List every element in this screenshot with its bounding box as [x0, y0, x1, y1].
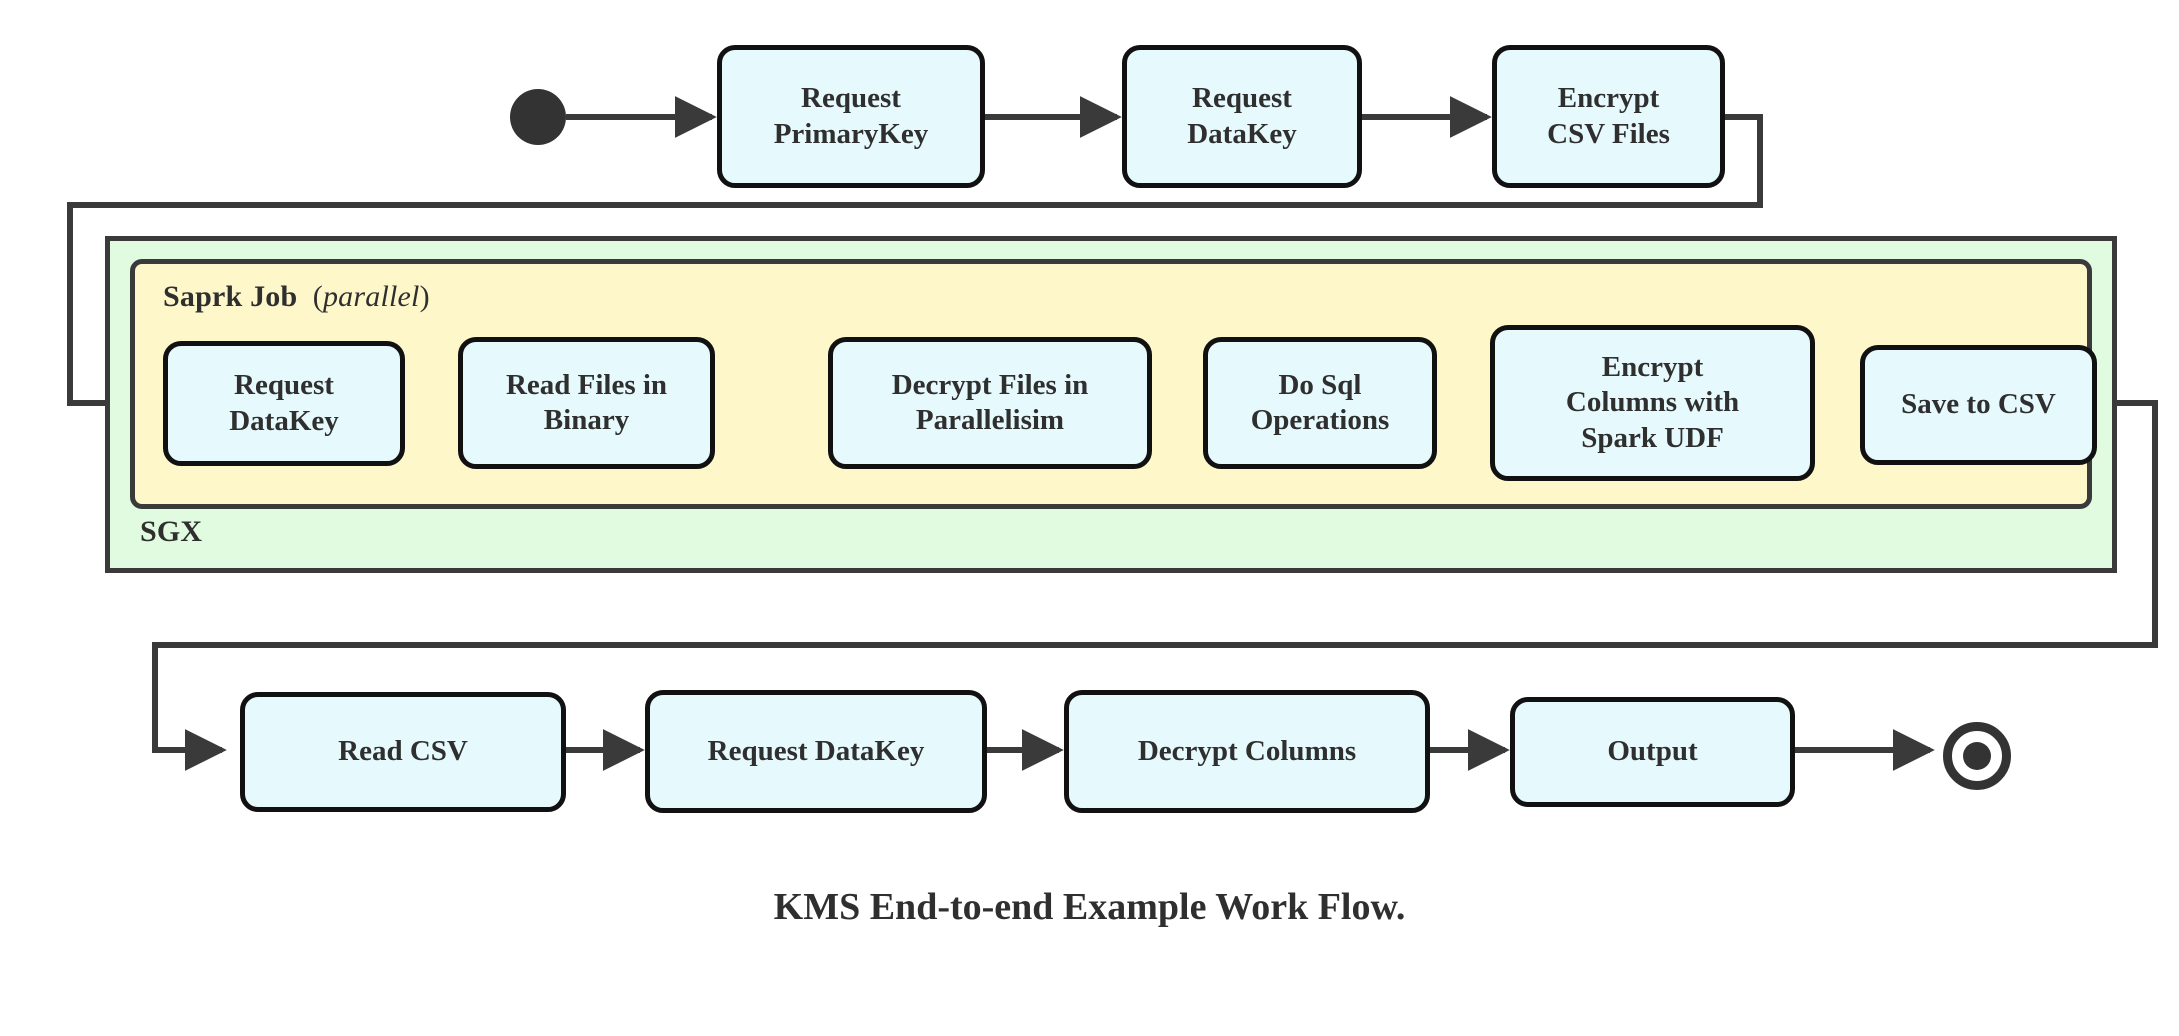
- container-sgx-label: SGX: [140, 515, 203, 548]
- node-line: Decrypt Columns: [1137, 734, 1357, 767]
- node-line: Read CSV: [338, 735, 468, 768]
- start-node: [510, 89, 566, 145]
- node-line: Columns with: [1565, 386, 1740, 419]
- node-request-datakey-top[interactable]: Request DataKey: [1122, 45, 1362, 188]
- node-line: Encrypt: [1601, 350, 1704, 383]
- node-line: DataKey: [229, 404, 339, 437]
- diagram-caption: KMS End-to-end Example Work Flow.: [773, 886, 1406, 928]
- spark-label-paren-open: (: [312, 280, 323, 313]
- end-node-inner: [1963, 742, 1991, 770]
- node-request-primarykey[interactable]: Request PrimaryKey: [717, 45, 985, 188]
- node-encrypt-csv-files[interactable]: Encrypt CSV Files: [1492, 45, 1725, 188]
- node-line: Encrypt: [1557, 82, 1660, 115]
- node-request-datakey-bottom[interactable]: Request DataKey: [645, 690, 987, 813]
- node-line: Request: [1192, 82, 1292, 115]
- node-read-files-in-binary[interactable]: Read Files in Binary: [458, 337, 715, 469]
- node-line: PrimaryKey: [773, 117, 929, 150]
- node-line: Output: [1607, 735, 1698, 768]
- node-encrypt-columns-with-spark-udf[interactable]: Encrypt Columns with Spark UDF: [1490, 325, 1815, 481]
- spark-label-paren-close: ): [419, 280, 430, 313]
- node-line: Save to CSV: [1901, 388, 2056, 421]
- node-save-to-csv[interactable]: Save to CSV: [1860, 345, 2097, 465]
- node-decrypt-columns[interactable]: Decrypt Columns: [1064, 690, 1430, 813]
- node-line: Operations: [1250, 404, 1390, 436]
- node-line: Request: [801, 82, 901, 115]
- node-line: DataKey: [1187, 117, 1297, 150]
- node-line: Request: [234, 369, 334, 402]
- container-spark-job-label: Saprk Job (parallel): [163, 280, 430, 314]
- node-line: Decrypt Files in: [891, 368, 1089, 401]
- spark-label-italic: parallel: [322, 280, 420, 313]
- node-line: Read Files in: [505, 368, 668, 401]
- node-line: Spark UDF: [1581, 421, 1724, 454]
- node-line: Parallelisim: [915, 404, 1065, 436]
- end-node: [1943, 722, 2011, 790]
- node-decrypt-files-in-parallelisim[interactable]: Decrypt Files in Parallelisim: [828, 337, 1152, 469]
- node-line: Binary: [543, 404, 630, 436]
- node-do-sql-operations[interactable]: Do Sql Operations: [1203, 337, 1437, 469]
- node-request-datakey-spark[interactable]: Request DataKey: [163, 341, 405, 466]
- node-read-csv[interactable]: Read CSV: [240, 692, 566, 812]
- node-output[interactable]: Output: [1510, 697, 1795, 807]
- node-line: CSV Files: [1547, 117, 1670, 150]
- spark-label-bold: Saprk Job: [163, 280, 298, 313]
- node-line: Request DataKey: [707, 734, 925, 767]
- node-line: Do Sql: [1278, 368, 1362, 401]
